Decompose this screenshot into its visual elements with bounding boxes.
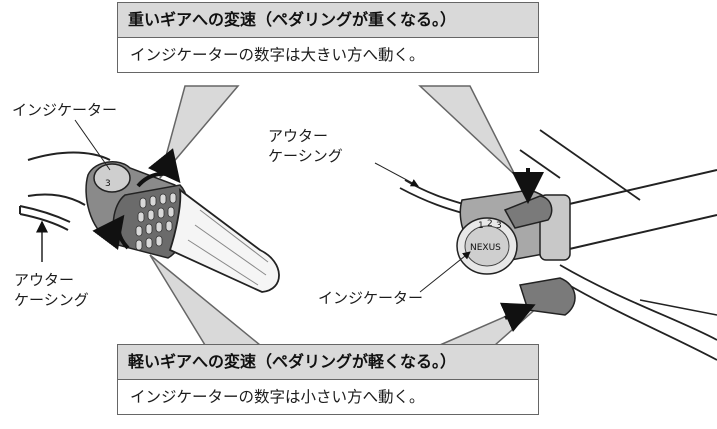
downshift-heading: 軽いギアへの変速（ペダリングが軽くなる。） xyxy=(118,345,538,380)
grip-shifter-illustration: 3 xyxy=(19,119,280,293)
dial-number-3: 3 xyxy=(496,221,502,231)
right-outer-casing-line2: ケーシング xyxy=(268,147,343,166)
upshift-callout-box: 重いギアへの変速（ペダリングが重くなる。） インジケーターの数字は大きい方へ動く… xyxy=(117,2,539,73)
right-indicator-label: インジケーター xyxy=(318,289,424,307)
downshift-callout-box: 軽いギアへの変速（ペダリングが軽くなる。） インジケーターの数字は小さい方へ動く… xyxy=(117,344,539,415)
top-callout-pointer-right xyxy=(418,85,516,176)
left-outer-casing-label: アウター ケーシング xyxy=(14,270,89,311)
left-outer-casing-line2: ケーシング xyxy=(14,291,89,310)
left-indicator-label: インジケーター xyxy=(12,101,118,119)
upshift-description: インジケーターの数字は大きい方へ動く。 xyxy=(130,46,425,64)
downshift-description: インジケーターの数字は小さい方へ動く。 xyxy=(130,388,425,406)
right-outer-casing-line1: アウター xyxy=(268,127,329,145)
upshift-heading: 重いギアへの変速（ペダリングが重くなる。） xyxy=(118,3,538,38)
dial-number-2: 2 xyxy=(487,219,493,229)
dial-number-1: 1 xyxy=(478,221,484,231)
lever-shifter-illustration: NEXUS 1 2 3 xyxy=(374,129,717,361)
right-outer-casing-label: アウター ケーシング xyxy=(268,126,343,167)
dial-brand-text: NEXUS xyxy=(470,243,501,253)
left-outer-casing-line1: アウター xyxy=(14,271,75,289)
top-callout-pointer-left xyxy=(159,85,240,179)
grip-index-number: 3 xyxy=(105,179,111,189)
